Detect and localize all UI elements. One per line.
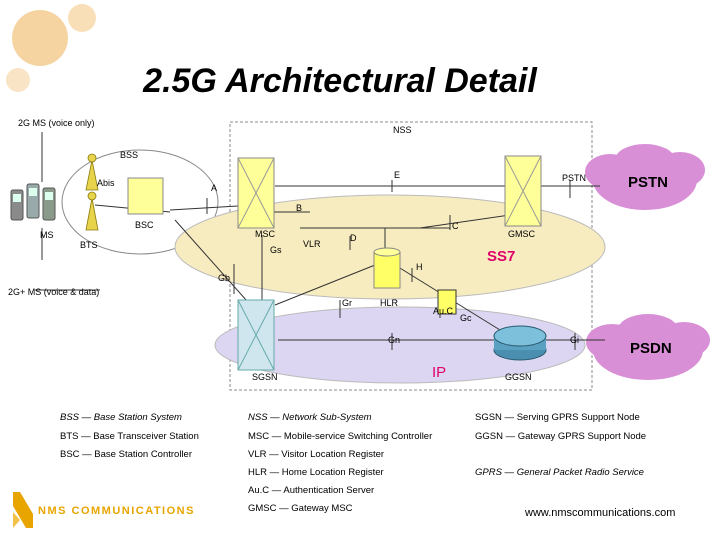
footer-url[interactable]: www.nmscommunications.com [525,507,676,519]
psdn-cloud [586,314,710,380]
ip-ellipse [214,306,586,384]
label-ip: IP [432,364,447,381]
decorative-circles [6,4,96,92]
label-pstn: PSTN [628,174,669,191]
label-e: E [394,170,401,180]
legend-bss: BSS — Base Station System [60,412,182,423]
nms-logo-icon [13,492,33,528]
legend-hlr: HLR — Home Location Register [248,467,384,478]
ss7-ellipse [174,194,606,300]
gb-interface [174,219,256,311]
legend-nss: NSS — Network Sub-System [248,412,372,423]
legend-bts: BTS — Base Transceiver Station [60,431,199,442]
brand-name: NMS COMMUNICATIONS [38,505,195,517]
label-ggsn: GGSN [505,372,532,382]
bts-tower-bottom [85,191,99,231]
label-vlr: VLR [303,239,321,249]
label-bss: BSS [120,150,139,160]
bts-tower-top [85,153,99,191]
gmsc-switch [504,155,542,227]
label-gs: Gs [270,245,282,255]
auc-box [437,289,457,315]
hlr-database [373,247,401,289]
label-h: H [416,262,423,272]
phone-icon-3 [42,187,56,221]
legend-msc: MSC — Mobile-service Switching Controlle… [248,431,433,442]
legend-bsc: BSC — Base Station Controller [60,449,193,460]
bss-ellipse [61,149,219,255]
label-hlr: HLR [380,298,399,308]
label-c: C [452,221,459,231]
label-gr: Gr [342,298,352,308]
legend-auc: Au.C — Authentication Server [248,485,375,496]
label-sgsn: SGSN [252,372,278,382]
legend-ggsn: GGSN — Gateway GPRS Support Node [475,431,647,442]
phone-icon-1 [10,189,24,221]
sgsn-switch [237,299,275,371]
label-b: B [296,203,303,213]
label-ms: MS [40,230,54,240]
label-gn: Gn [388,335,401,345]
ggsn-router [493,325,547,361]
label-gmsc: GMSC [508,229,535,239]
label-d: D [350,233,357,243]
label-abis: Abis [97,178,115,188]
label-bts: BTS [80,240,98,250]
label-bsc: BSC [135,220,154,230]
legend-gmsc: GMSC — Gateway MSC [248,503,353,514]
legend-gprs: GPRS — General Packet Radio Service [475,467,644,478]
label-a: A [211,183,218,193]
phone-icon-2 [26,183,40,219]
label-auc: Au.C [433,306,454,316]
msc-switch [237,157,275,229]
label-ss7: SS7 [487,248,516,265]
legend-sgsn: SGSN — Serving GPRS Support Node [475,412,640,423]
label-msc: MSC [255,229,275,239]
label-25g-ms: 2G+ MS (voice & data) [8,287,100,297]
label-psdn: PSDN [630,340,672,357]
label-nss: NSS [393,125,412,135]
label-2g-ms: 2G MS (voice only) [18,118,95,128]
label-gb: Gb [218,273,231,283]
page-title: 2.5G Architectural Detail [143,62,537,100]
architecture-diagram [10,121,710,391]
label-gi: Gi [570,335,579,345]
label-gc: Gc [460,313,472,323]
label-pstn-interface: PSTN [562,173,587,183]
bsc-box [127,177,164,215]
legend-vlr: VLR — Visitor Location Register [248,449,385,460]
pstn-cloud [585,144,705,210]
